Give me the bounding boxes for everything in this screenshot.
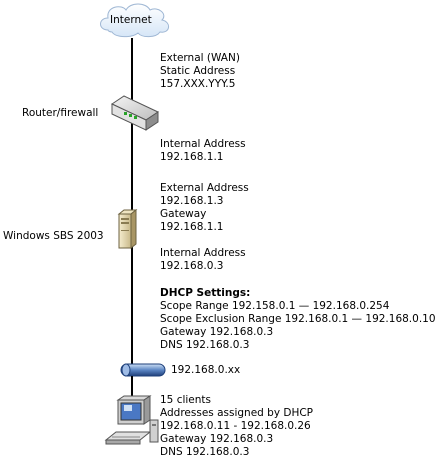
server-icon [117,208,138,250]
server-external-line-2: 192.168.1.3 [160,195,224,207]
client-workstation-icon [104,395,159,445]
server-external-line-3: Gateway [160,208,207,220]
dhcp-heading: DHCP Settings: [160,287,251,299]
clients-line-4: Gateway 192.168.0.3 [160,433,274,445]
wan-line-2: Static Address [160,65,236,77]
dhcp-line-1: Scope Range 192.158.0.1 — 192.168.0.254 [160,300,390,312]
wan-line-3: 157.XXX.YYY.5 [160,78,236,90]
router-label: Router/firewall [22,107,99,119]
dhcp-line-4: DNS 192.168.0.3 [160,339,250,351]
hub-label: 192.168.0.xx [171,364,241,376]
hub-segment-icon [120,363,166,377]
server-label: Windows SBS 2003 [3,230,104,242]
server-external-line-4: 192.168.1.1 [160,221,224,233]
server-internal-line-1: Internal Address [160,247,246,259]
router-icon [110,95,160,131]
server-external-line-1: External Address [160,182,249,194]
clients-line-5: DNS 192.168.0.3 [160,446,250,458]
clients-line-2: Addresses assigned by DHCP [160,407,314,419]
dhcp-line-3: Gateway 192.168.0.3 [160,326,274,338]
router-internal-line-1: Internal Address [160,138,246,150]
clients-line-1: 15 clients [160,394,212,406]
wan-line-1: External (WAN) [160,52,240,64]
server-internal-line-2: 192.168.0.3 [160,260,224,272]
router-internal-line-2: 192.168.1.1 [160,151,224,163]
internet-cloud-icon [100,3,169,38]
dhcp-line-2: Scope Exclusion Range 192.168.0.1 — 192.… [160,313,436,325]
internet-label: Internet [110,14,152,26]
clients-line-3: 192.168.0.11 - 192.168.0.26 [160,420,311,432]
